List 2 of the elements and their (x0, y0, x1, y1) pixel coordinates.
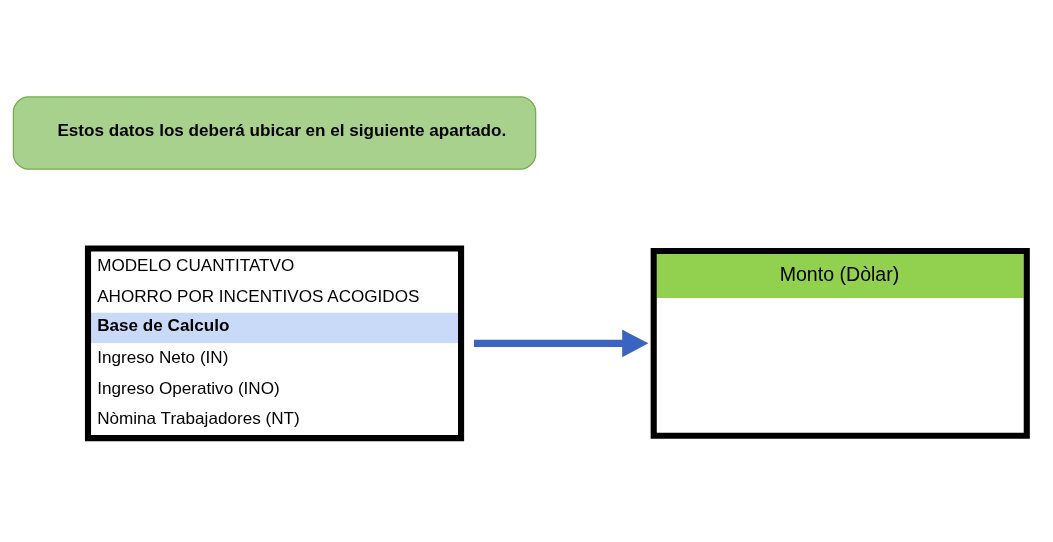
node-box: Estos datos los deberá ubicar en el siguiente apartado. (12, 95, 537, 170)
arrow (473, 329, 649, 357)
